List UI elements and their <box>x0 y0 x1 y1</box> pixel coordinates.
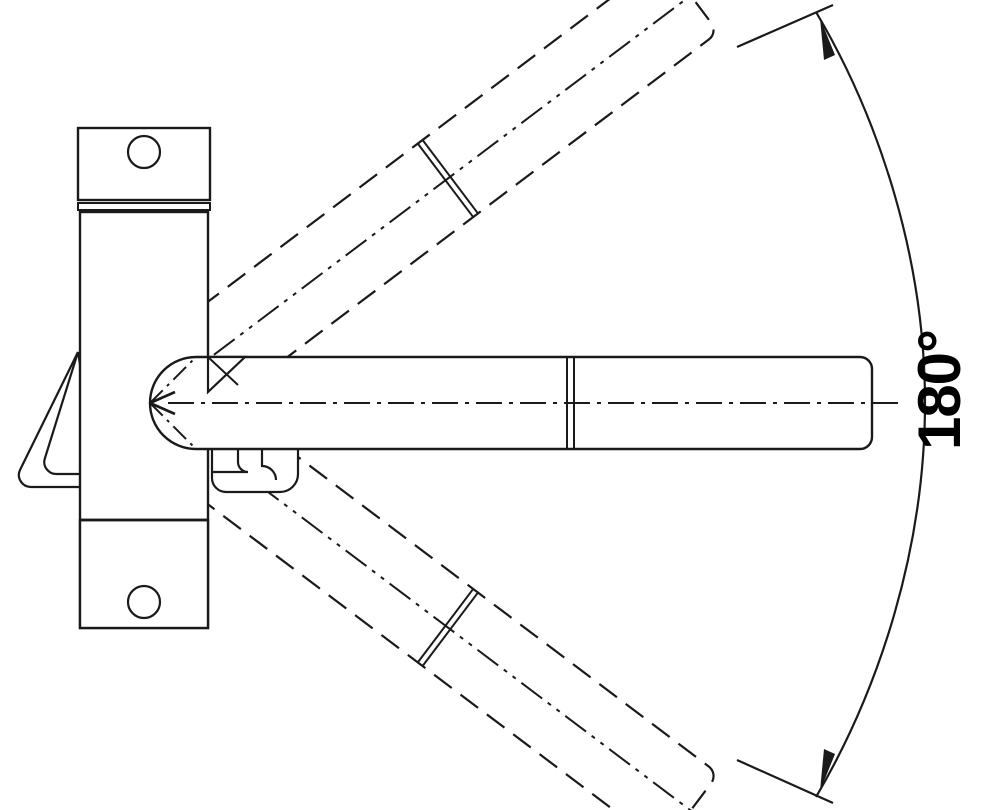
arm-upper-centerline <box>125 0 734 422</box>
arm-gusset-diagonal <box>207 356 239 386</box>
bracket-inner-outline <box>43 351 150 476</box>
bottom-fixing-hole-icon <box>126 584 162 620</box>
bottom-mounting-plate <box>78 518 210 630</box>
arc-extension-line-bottom <box>736 758 834 805</box>
top-mounting-plate <box>76 126 212 211</box>
pivot-chevron-lower <box>149 402 197 450</box>
arm-lower-outline <box>121 365 715 810</box>
arc-arrowhead-top <box>820 18 835 60</box>
arm-upper-outline <box>121 0 715 441</box>
hook-outer-outline <box>210 449 300 494</box>
pivot-arrowhead <box>149 390 176 416</box>
lower-hook-detail <box>210 449 300 494</box>
pivot-center-marker <box>149 356 197 450</box>
hook-rib-detail <box>260 449 278 481</box>
arm-upper-ghost <box>121 0 734 441</box>
angle-dimension-value: 180° <box>906 329 973 451</box>
arm-solid-main <box>148 355 905 451</box>
rotation-range-arc <box>736 3 927 805</box>
top-fixing-hole-icon <box>126 134 162 170</box>
arc-path <box>815 11 927 798</box>
hook-inner-outline <box>212 449 249 474</box>
top-plate-lip <box>77 202 211 211</box>
arc-extension-line-top <box>736 3 834 49</box>
pivot-chevron-upper <box>149 356 197 404</box>
arc-arrowhead-bottom <box>820 749 835 791</box>
angle-dimension-label: 180° <box>900 290 980 490</box>
